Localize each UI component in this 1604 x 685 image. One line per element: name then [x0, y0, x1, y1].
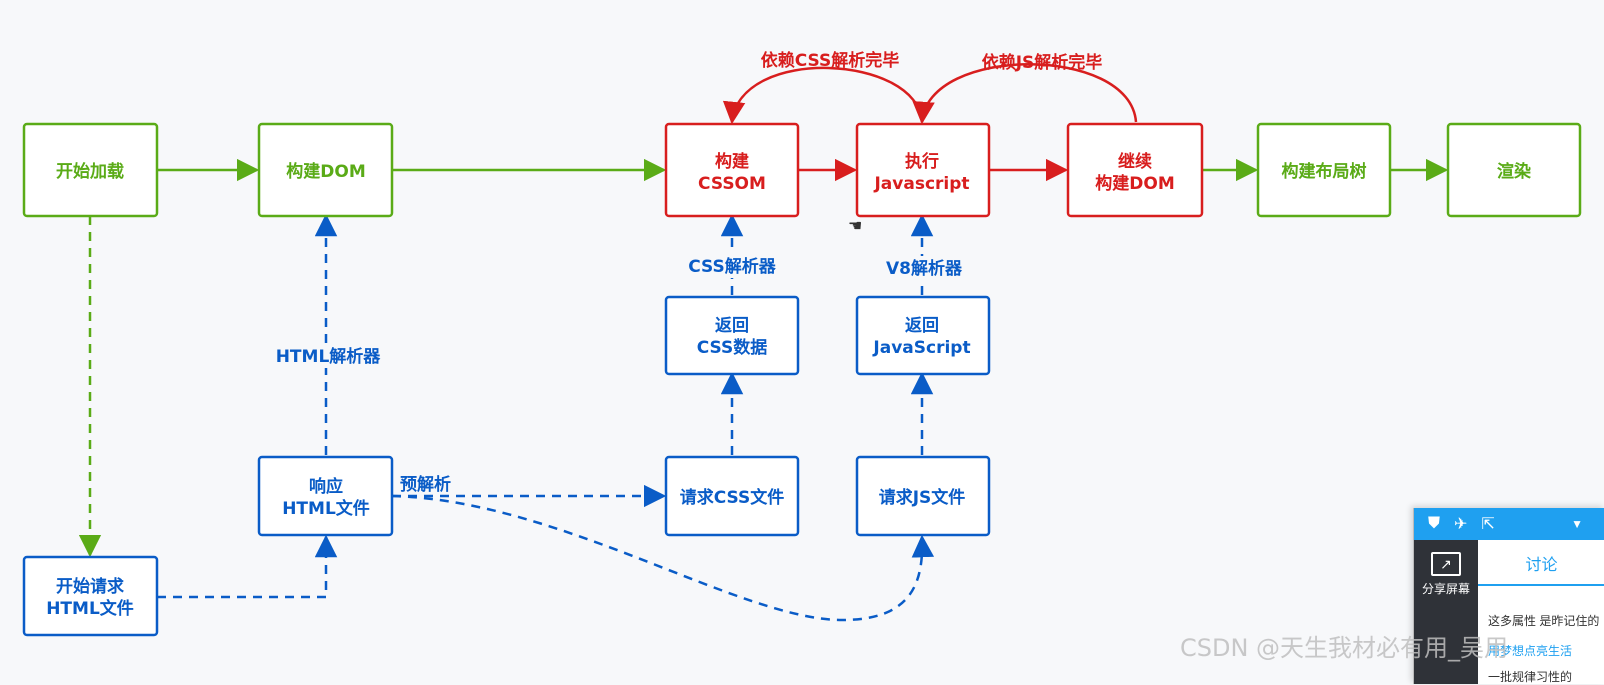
label-wait-js: 依赖JS解析完毕 — [982, 52, 1103, 73]
chat-message: 一批规律习性的 — [1488, 670, 1573, 684]
node-build-dom: 构建DOM — [257, 122, 394, 218]
label-html-parser: HTML解析器 — [276, 346, 382, 367]
tab-discussion[interactable]: 讨论 — [1478, 540, 1604, 586]
node-build-dom-line-1: 构建DOM — [286, 161, 365, 182]
node-response-html-line-1: 响应 — [309, 476, 343, 497]
node-layout-tree-line-1: 构建布局树 — [1282, 161, 1367, 182]
shield-icon[interactable]: ⛊ — [1428, 515, 1441, 532]
edge-request-to-response — [157, 534, 338, 599]
node-start-load-line-1: 开始加载 — [56, 161, 124, 182]
chat-message: 这多属性 是昨记住的 — [1488, 614, 1600, 628]
chat-message: 用梦想点亮生活 — [1488, 644, 1573, 658]
share-screen-icon[interactable]: ↗ — [1431, 552, 1461, 576]
node-request-css-line-1: 请求CSS文件 — [680, 487, 785, 508]
node-response-html-line-2: HTML文件 — [282, 498, 370, 519]
node-return-js-line-2: JavaScript — [872, 338, 970, 358]
node-exec-js-line-1: 执行 — [905, 151, 939, 172]
watermark: CSDN @天生我材必有用_吴用 — [1180, 634, 1509, 662]
node-request-css: 请求CSS文件 — [664, 455, 800, 537]
share-out-icon[interactable]: ⇱ — [1481, 516, 1495, 533]
label-v8-parser: V8解析器 — [886, 258, 963, 279]
node-exec-js-line-2: Javascript — [873, 174, 969, 194]
meeting-panel: ⛊ ✈ ⇱ ▼ ↗ 分享屏幕 讨论 这多属性 是昨记住的 用梦想点亮生活 一批规… — [1413, 508, 1604, 684]
edge-js-wait-css — [722, 66, 924, 125]
node-request-js-line-1: 请求JS文件 — [879, 487, 966, 508]
node-render-line-1: 渲染 — [1497, 161, 1531, 182]
node-response-html: 响应 HTML文件 — [257, 455, 394, 537]
node-start-request-line-1: 开始请求 — [56, 576, 124, 597]
node-continue-dom-line-1: 继续 — [1118, 151, 1152, 172]
node-return-js-line-1: 返回 — [905, 316, 939, 336]
node-return-css-line-2: CSS数据 — [697, 337, 768, 358]
node-continue-dom: 继续 构建DOM — [1066, 122, 1204, 218]
node-continue-dom-line-2: 构建DOM — [1095, 173, 1174, 194]
node-return-css: 返回 CSS数据 — [664, 295, 800, 376]
node-start-request: 开始请求 HTML文件 — [22, 555, 159, 637]
label-css-parser: CSS解析器 — [688, 256, 777, 277]
node-start-load: 开始加载 — [22, 122, 159, 218]
node-build-cssom-line-1: 构建 — [715, 151, 749, 172]
node-return-css-line-1: 返回 — [715, 316, 749, 336]
node-layout-tree: 构建布局树 — [1256, 122, 1392, 218]
hand-cursor-icon: ☚ — [848, 216, 863, 235]
node-build-cssom: 构建 CSSOM — [664, 122, 800, 218]
node-render: 渲染 — [1446, 122, 1582, 218]
airplane-icon[interactable]: ✈ — [1454, 516, 1468, 533]
node-return-js: 返回 JavaScript — [855, 295, 991, 376]
label-wait-css: 依赖CSS解析完毕 — [761, 50, 900, 71]
node-exec-js: 执行 Javascript — [855, 122, 991, 218]
share-screen-label[interactable]: 分享屏幕 — [1421, 582, 1470, 596]
panel-toolbar: ⛊ ✈ ⇱ ▼ — [1414, 508, 1604, 540]
edge-response-to-request-js — [391, 494, 935, 622]
node-request-js: 请求JS文件 — [855, 455, 991, 537]
panel-sidebar: ↗ 分享屏幕 — [1414, 540, 1478, 684]
label-preparse: 预解析 — [400, 474, 451, 495]
chevron-down-icon[interactable]: ▼ — [1571, 517, 1583, 531]
edge-continue-wait-js — [912, 63, 1138, 125]
node-start-request-line-2: HTML文件 — [46, 598, 134, 619]
node-build-cssom-line-2: CSSOM — [698, 174, 766, 194]
